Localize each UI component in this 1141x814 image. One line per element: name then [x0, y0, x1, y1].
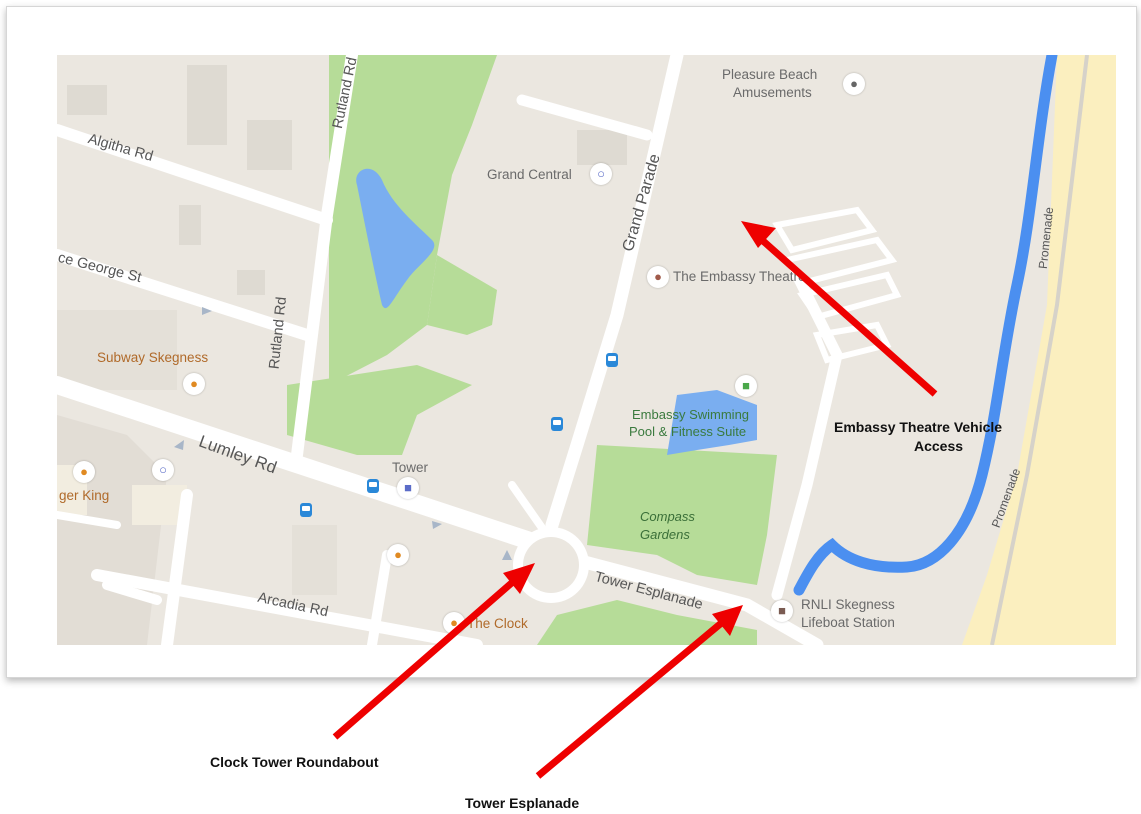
- embassy-access-annotation-line1: Embassy Theatre Vehicle: [834, 419, 1003, 435]
- tower-esplanade-annotation: Tower Esplanade: [465, 795, 580, 811]
- compass-gardens-area: [587, 445, 777, 585]
- park-patch: [427, 255, 497, 335]
- building: [179, 205, 201, 245]
- burger-king-label: ger King: [59, 488, 110, 503]
- one-way-arrow: [432, 521, 442, 529]
- building: [237, 270, 265, 295]
- restaurant-icon[interactable]: ●: [73, 461, 95, 483]
- camera-icon[interactable]: ●: [843, 73, 865, 95]
- tower-esplanade-arrow-head: [712, 605, 743, 636]
- bus-stop-icon[interactable]: [551, 417, 563, 431]
- rutland-rd-road: [291, 55, 358, 461]
- side-road: [516, 94, 653, 141]
- building: [187, 65, 227, 145]
- map-base: [57, 55, 1116, 645]
- the-clock-label: The Clock: [467, 616, 528, 631]
- park-west: [287, 365, 472, 455]
- bus-stop-icon[interactable]: [606, 353, 618, 367]
- park-south: [537, 600, 757, 645]
- side-street: [367, 550, 392, 645]
- pleasure-beach-label-2: Amusements: [733, 85, 812, 100]
- map-view[interactable]: Algitha Rd ce George St Lumley Rd Arcadi…: [57, 55, 1116, 645]
- rnli-label-2: Lifeboat Station: [801, 615, 895, 630]
- side-street: [161, 489, 193, 645]
- roundabout-center: [523, 537, 579, 593]
- side-street: [57, 511, 121, 529]
- building: [247, 120, 292, 170]
- bus-stop-icon[interactable]: [300, 503, 312, 517]
- embassy-access-arrow-head: [741, 221, 776, 248]
- one-way-arrow: [502, 550, 512, 560]
- sports-icon[interactable]: ■: [735, 375, 757, 397]
- side-street: [508, 481, 551, 539]
- one-way-arrow: [174, 440, 184, 450]
- shopping-bag-icon[interactable]: ○: [152, 459, 174, 481]
- car-park-bay: [772, 206, 878, 254]
- swimming-pool-label-1: Embassy Swimming: [632, 407, 750, 422]
- bus-stop-icon[interactable]: [367, 479, 379, 493]
- building: [292, 525, 337, 595]
- grand-parade-road: [545, 55, 684, 532]
- algitha-rd-road: [57, 124, 333, 226]
- embassy-access-arrow-shaft: [759, 237, 938, 397]
- restaurant-icon[interactable]: ●: [183, 373, 205, 395]
- swimming-pool-label-2: Pool & Fitness Suite: [629, 424, 747, 439]
- tower-esplanade-road: [570, 553, 824, 645]
- pond: [356, 168, 435, 309]
- arcadia-rd-road: [91, 569, 483, 645]
- building: [67, 85, 107, 115]
- park-north: [329, 55, 497, 385]
- clock-tower-annotation: Clock Tower Roundabout: [210, 754, 379, 770]
- theatre-icon[interactable]: ●: [647, 266, 669, 288]
- tower-esplanade-arrow-shaft: [535, 617, 728, 779]
- embassy-access-annotation-line2: Access: [914, 438, 964, 454]
- clock-tower-arrow-head: [503, 563, 535, 594]
- swimming-pool: [667, 390, 757, 455]
- car-park-bay: [797, 271, 902, 321]
- side-street: [102, 580, 162, 605]
- subway-label: Subway Skegness: [97, 350, 209, 365]
- prince-george-st-road: [57, 249, 313, 341]
- lifeboat-icon[interactable]: ■: [771, 600, 793, 622]
- tower-label: Tower: [392, 460, 429, 475]
- map-frame: Algitha Rd ce George St Lumley Rd Arcadi…: [6, 6, 1137, 678]
- clock-tower-arrow-shaft: [332, 577, 518, 740]
- promenade-path: [990, 55, 1089, 645]
- embassy-theatre-label: The Embassy Theatre: [673, 269, 806, 284]
- building: [132, 485, 187, 525]
- rnli-label-1: RNLI Skegness: [801, 597, 895, 612]
- cinema-icon[interactable]: ■: [397, 477, 419, 499]
- river: [793, 55, 1058, 596]
- pleasure-beach-label-1: Pleasure Beach: [722, 67, 818, 82]
- restaurant-icon[interactable]: ●: [387, 544, 409, 566]
- beach: [962, 55, 1116, 645]
- compass-gardens-label-1: Compass: [640, 509, 695, 524]
- grand-central-label: Grand Central: [487, 167, 572, 182]
- shopping-bag-icon[interactable]: ○: [590, 163, 612, 185]
- compass-gardens-label-2: Gardens: [640, 527, 690, 542]
- building: [577, 130, 627, 165]
- building: [57, 310, 177, 390]
- one-way-arrow: [202, 307, 212, 315]
